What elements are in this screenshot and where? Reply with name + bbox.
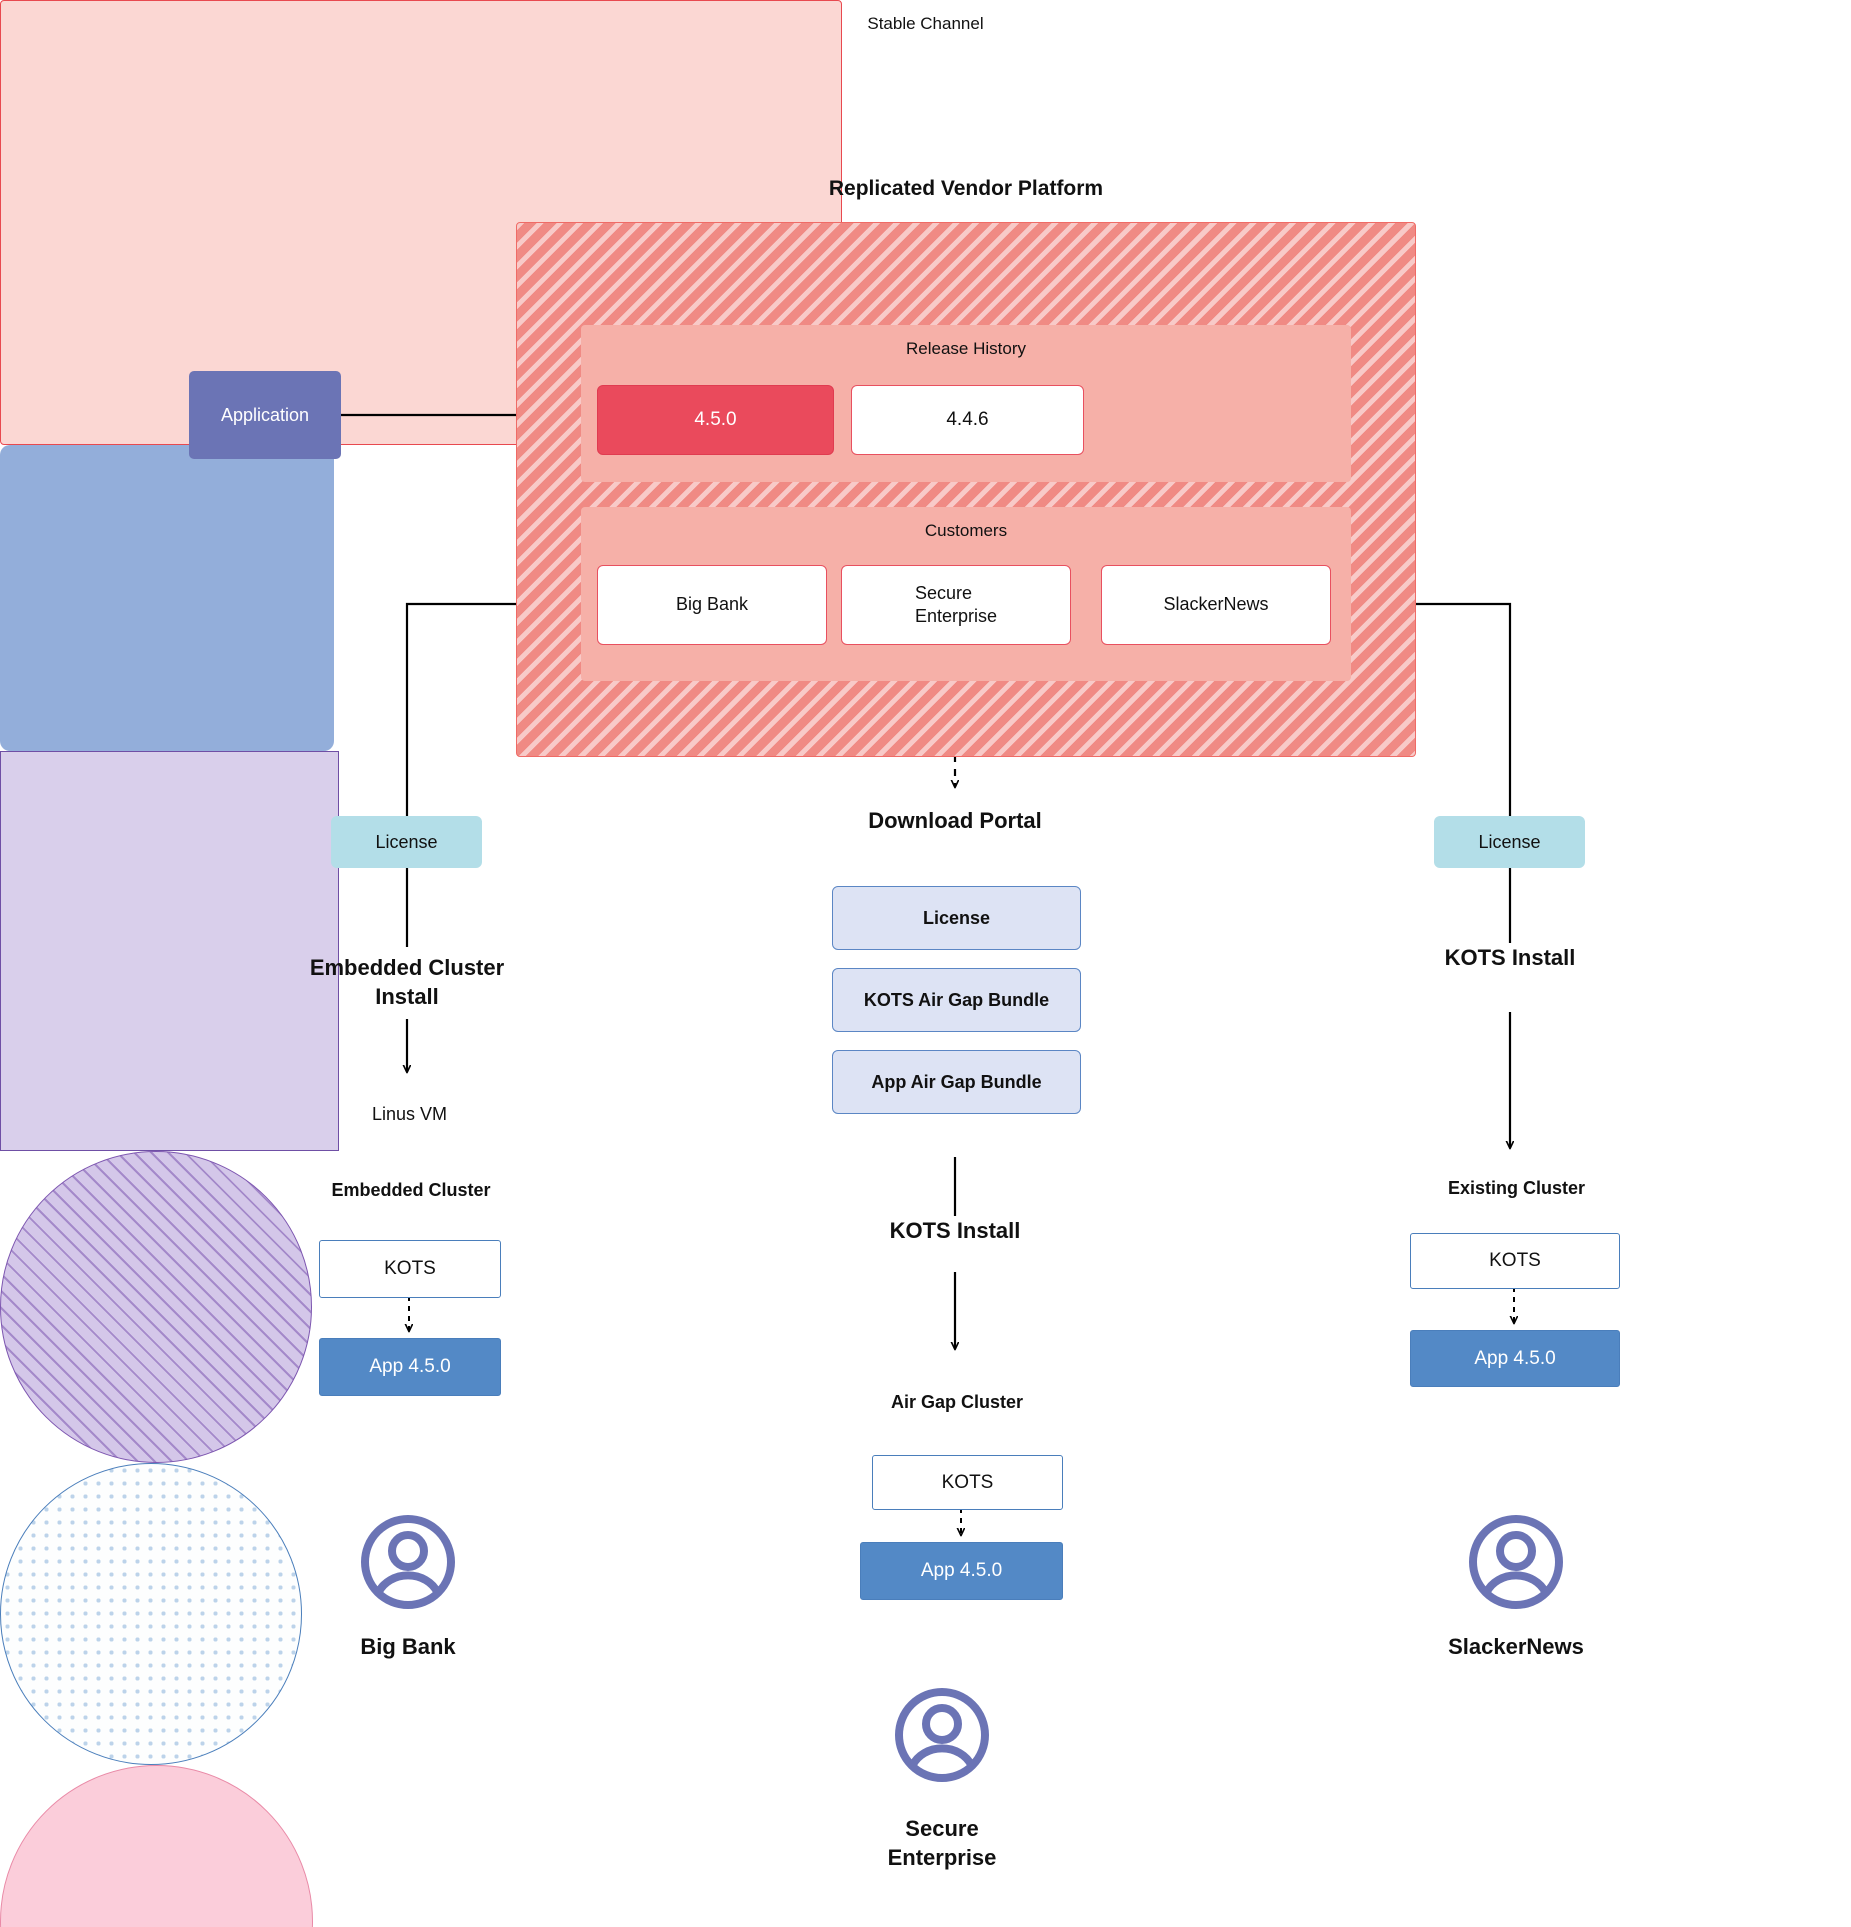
customer-label-slackernews: SlackerNews	[1448, 1633, 1584, 1659]
customers-title: Customers	[924, 521, 1008, 540]
kots-box-embedded[interactable]: KOTS	[319, 1240, 501, 1298]
kots-box-existing[interactable]: KOTS	[1410, 1233, 1620, 1289]
download-portal-container	[0, 445, 334, 751]
app-box-existing[interactable]: App 4.5.0	[1410, 1330, 1620, 1387]
embedded-cluster-label: Embedded Cluster	[331, 1180, 491, 1200]
air-gap-cluster-label: Air Gap Cluster	[890, 1392, 1024, 1412]
portal-item-app-air-gap-bundle[interactable]: App Air Gap Bundle	[832, 1050, 1081, 1114]
linux-vm-container	[0, 751, 339, 1151]
license-node-left[interactable]: License	[331, 816, 482, 868]
release-box-previous[interactable]: 4.4.6	[851, 385, 1084, 455]
app-box-embedded[interactable]: App 4.5.0	[319, 1338, 501, 1396]
kots-box-airgap[interactable]: KOTS	[872, 1455, 1063, 1510]
air-gap-cluster-circle	[0, 1463, 302, 1765]
license-node-right[interactable]: License	[1434, 816, 1585, 868]
user-avatar-icon	[1469, 1515, 1563, 1609]
embedded-cluster-circle	[0, 1151, 312, 1463]
download-portal-title: Download Portal	[868, 807, 1042, 833]
release-box-current[interactable]: 4.5.0	[597, 385, 834, 455]
customer-box-big-bank[interactable]: Big Bank	[597, 565, 827, 645]
portal-item-kots-air-gap-bundle[interactable]: KOTS Air Gap Bundle	[832, 968, 1081, 1032]
app-box-airgap[interactable]: App 4.5.0	[860, 1542, 1063, 1600]
stable-channel-title: Stable Channel	[867, 14, 984, 33]
platform-title: Replicated Vendor Platform	[828, 177, 1104, 201]
user-avatar-icon	[361, 1515, 455, 1609]
user-avatar-icon	[895, 1688, 989, 1782]
application-node[interactable]: Application	[189, 371, 341, 459]
release-history-title: Release History	[906, 339, 1026, 358]
flow-label-kots-install-right: KOTS Install	[1444, 944, 1576, 970]
existing-cluster-label: Existing Cluster	[1447, 1178, 1586, 1198]
portal-item-license[interactable]: License	[832, 886, 1081, 950]
customer-box-slackernews[interactable]: SlackerNews	[1101, 565, 1331, 645]
customer-label-big-bank: Big Bank	[360, 1633, 456, 1659]
flow-label-kots-install-center: KOTS Install	[889, 1217, 1021, 1243]
existing-cluster-circle	[0, 1765, 313, 1927]
linux-vm-label: Linus VM	[371, 1104, 448, 1124]
